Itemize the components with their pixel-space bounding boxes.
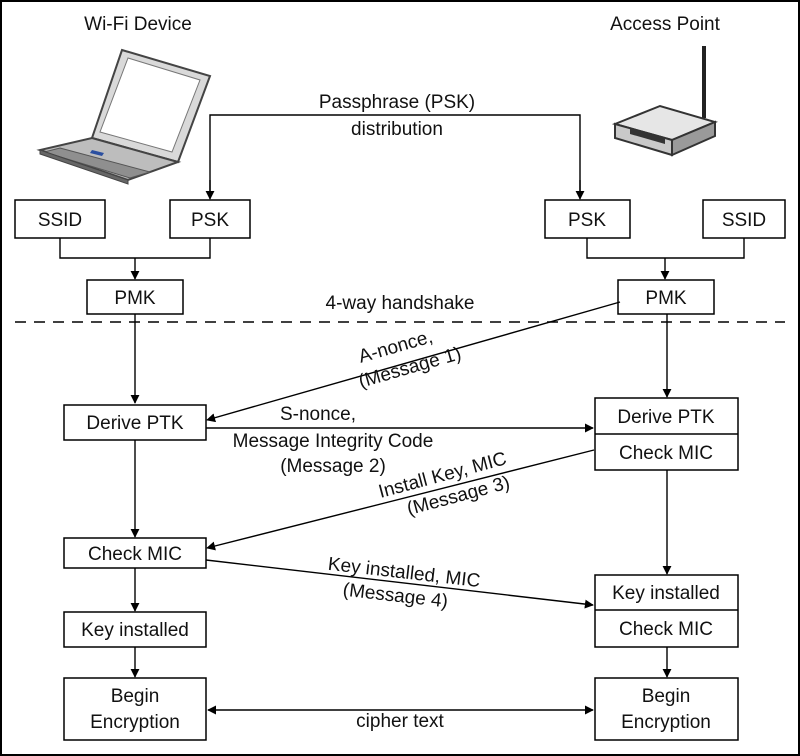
left-check-mic-label: Check MIC <box>88 544 182 565</box>
handshake-label: 4-way handshake <box>326 293 475 314</box>
right-psk-label: PSK <box>568 210 606 231</box>
left-key-installed-label: Key installed <box>81 620 189 641</box>
left-pmk-label: PMK <box>114 288 156 309</box>
left-begin-encryption-box <box>63 677 207 741</box>
router-icon <box>611 46 718 157</box>
left-psk-label: PSK <box>191 210 229 231</box>
message-1-arrow <box>206 301 621 423</box>
right-join-line <box>586 238 745 259</box>
right-pmk-box <box>617 279 715 315</box>
left-ssid-box <box>14 199 106 239</box>
laptop-icon <box>36 48 212 185</box>
message-3-arrow <box>206 449 595 551</box>
psk-distribution-label-2: distribution <box>351 119 443 140</box>
left-begin-label: Begin <box>111 686 160 707</box>
cipher-text-label: cipher text <box>356 711 444 732</box>
right-check-mic-2-label: Check MIC <box>619 619 713 640</box>
message-4-label: Key installed, MIC (Message 4) <box>327 554 482 613</box>
right-check-mic-label: Check MIC <box>619 443 713 464</box>
psk-distribution-label-1: Passphrase (PSK) <box>319 92 475 113</box>
right-pmk-label: PMK <box>645 288 687 309</box>
left-check-mic-box <box>63 537 207 569</box>
right-ssid-label: SSID <box>722 210 766 231</box>
right-key-check-box <box>594 574 739 648</box>
right-begin-label: Begin <box>642 686 691 707</box>
message-2-line-3: (Message 2) <box>280 456 386 477</box>
message-4-arrow <box>205 559 594 609</box>
right-derive-ptk-label: Derive PTK <box>617 407 714 428</box>
left-key-installed-box <box>63 611 207 648</box>
right-key-installed-label: Key installed <box>612 583 720 604</box>
left-ssid-label: SSID <box>38 210 82 231</box>
left-derive-ptk-box <box>63 404 207 441</box>
left-join-line <box>59 238 211 259</box>
right-ssid-box <box>702 199 786 239</box>
right-begin-encryption-box <box>594 677 739 741</box>
message-2-line-1: S-nonce, <box>280 404 356 425</box>
message-2-line-2: Message Integrity Code <box>233 431 434 452</box>
right-encryption-label: Encryption <box>621 712 711 733</box>
left-encryption-label: Encryption <box>90 712 180 733</box>
message-1-label: A-nonce, (Message 1) <box>356 327 463 393</box>
access-point-title: Access Point <box>610 14 721 35</box>
psk-distribution-line <box>209 114 581 195</box>
wifi-device-title: Wi-Fi Device <box>84 14 192 35</box>
left-derive-ptk-label: Derive PTK <box>86 413 183 434</box>
